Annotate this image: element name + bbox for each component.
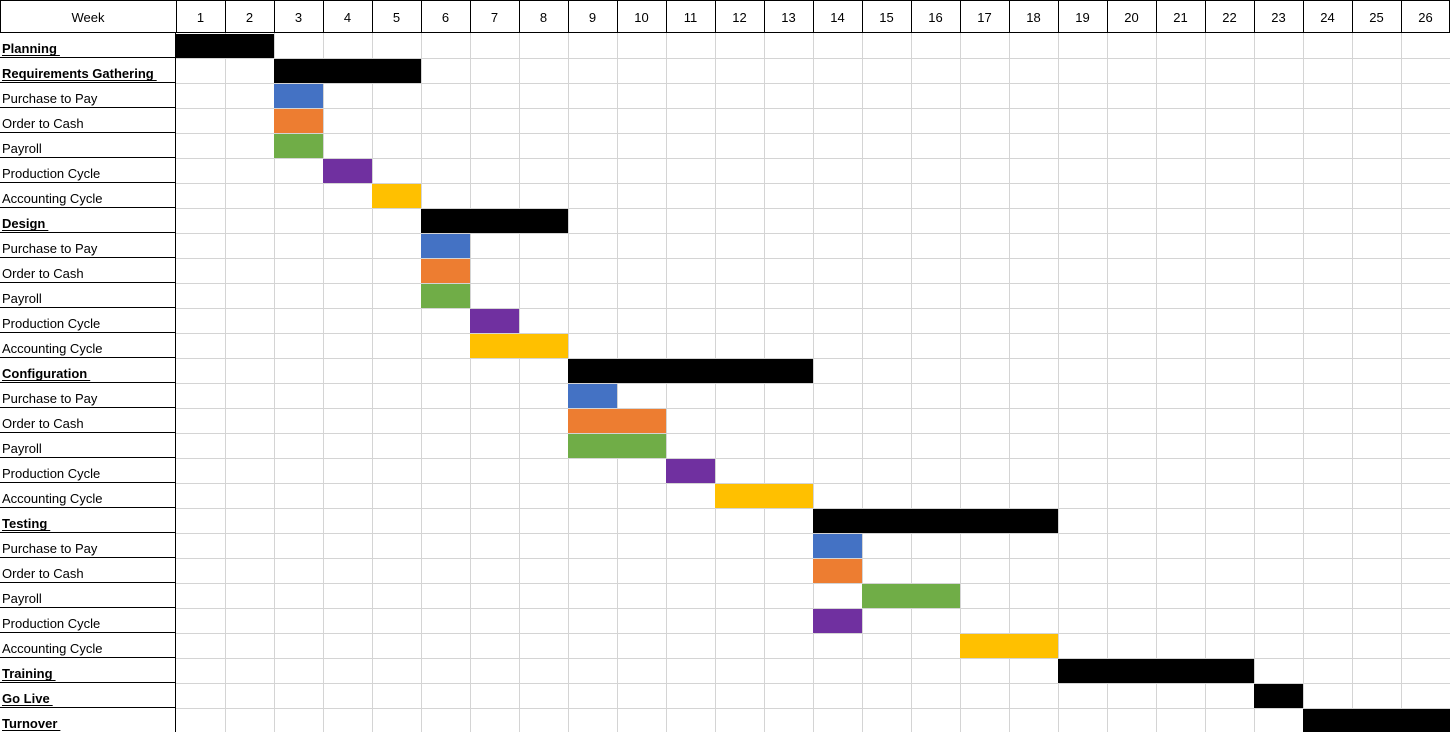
task-label: Purchase to Pay <box>2 91 98 106</box>
week-tick-label: 12 <box>732 10 746 25</box>
task-bar <box>715 484 813 508</box>
week-tick-label: 15 <box>879 10 893 25</box>
task-label: Order to Cash <box>2 266 84 281</box>
task-bar <box>274 84 323 108</box>
task-bar <box>274 109 323 133</box>
week-tick-label: 25 <box>1369 10 1383 25</box>
phase-bar <box>568 359 813 383</box>
week-tick-label: 8 <box>540 10 547 25</box>
task-label: Purchase to Pay <box>2 541 98 556</box>
week-tick-label: 9 <box>589 10 596 25</box>
task-label: Order to Cash <box>2 416 84 431</box>
phase-bar <box>176 34 274 58</box>
week-tick-label: 11 <box>684 10 698 25</box>
week-tick-label: 10 <box>634 10 648 25</box>
phase-label: Planning <box>2 41 57 56</box>
task-bar <box>813 609 862 633</box>
task-bar <box>421 284 470 308</box>
task-bar <box>960 634 1058 658</box>
week-tick-label: 22 <box>1222 10 1236 25</box>
task-label: Production Cycle <box>2 166 100 181</box>
week-tick-label: 16 <box>928 10 942 25</box>
week-tick-label: 14 <box>830 10 844 25</box>
week-header-label: Week <box>72 10 105 25</box>
task-bar <box>470 334 568 358</box>
task-bar <box>813 559 862 583</box>
phase-label: Design <box>2 216 45 231</box>
task-label: Accounting Cycle <box>2 641 102 656</box>
week-tick-label: 6 <box>442 10 449 25</box>
task-label: Order to Cash <box>2 566 84 581</box>
phase-label: Go Live <box>2 691 50 706</box>
week-tick-label: 19 <box>1075 10 1089 25</box>
task-label: Payroll <box>2 291 42 306</box>
phase-label: Testing <box>2 516 47 531</box>
task-bar <box>862 584 960 608</box>
task-label: Payroll <box>2 441 42 456</box>
phase-bar <box>1254 684 1303 708</box>
phase-bar <box>274 59 421 83</box>
phase-bar <box>421 209 568 233</box>
task-label: Purchase to Pay <box>2 241 98 256</box>
phase-bar <box>1303 709 1450 732</box>
task-bar <box>421 234 470 258</box>
task-label: Production Cycle <box>2 466 100 481</box>
week-tick-label: 1 <box>197 10 204 25</box>
week-tick-label: 4 <box>344 10 351 25</box>
week-tick-label: 7 <box>491 10 498 25</box>
task-bar <box>666 459 715 483</box>
task-bar <box>470 309 519 333</box>
week-tick-label: 5 <box>393 10 400 25</box>
week-tick-label: 3 <box>295 10 302 25</box>
week-tick-label: 13 <box>781 10 795 25</box>
week-tick-label: 17 <box>977 10 991 25</box>
week-tick-label: 20 <box>1124 10 1138 25</box>
phase-label: Requirements Gathering <box>2 66 154 81</box>
task-bar <box>323 159 372 183</box>
task-bar <box>274 134 323 158</box>
task-label: Payroll <box>2 141 42 156</box>
phase-label: Turnover <box>2 716 57 731</box>
task-label: Production Cycle <box>2 316 100 331</box>
task-bar <box>568 409 666 433</box>
week-tick-label: 26 <box>1418 10 1432 25</box>
phase-bar <box>1058 659 1254 683</box>
phase-label: Training <box>2 666 53 681</box>
task-label: Accounting Cycle <box>2 191 102 206</box>
task-bar <box>372 184 421 208</box>
task-label: Production Cycle <box>2 616 100 631</box>
week-tick-label: 2 <box>246 10 253 25</box>
task-bar <box>568 434 666 458</box>
task-label: Accounting Cycle <box>2 341 102 356</box>
task-label: Accounting Cycle <box>2 491 102 506</box>
task-label: Order to Cash <box>2 116 84 131</box>
task-label: Payroll <box>2 591 42 606</box>
week-tick-label: 23 <box>1271 10 1285 25</box>
task-bar <box>421 259 470 283</box>
task-bar <box>568 384 617 408</box>
phase-bar <box>813 509 1058 533</box>
week-tick-label: 18 <box>1026 10 1040 25</box>
phase-label: Configuration <box>2 366 87 381</box>
week-tick-label: 24 <box>1320 10 1334 25</box>
bar-layer <box>176 34 1450 732</box>
task-bar <box>813 534 862 558</box>
task-label: Purchase to Pay <box>2 391 98 406</box>
week-tick-label: 21 <box>1173 10 1187 25</box>
